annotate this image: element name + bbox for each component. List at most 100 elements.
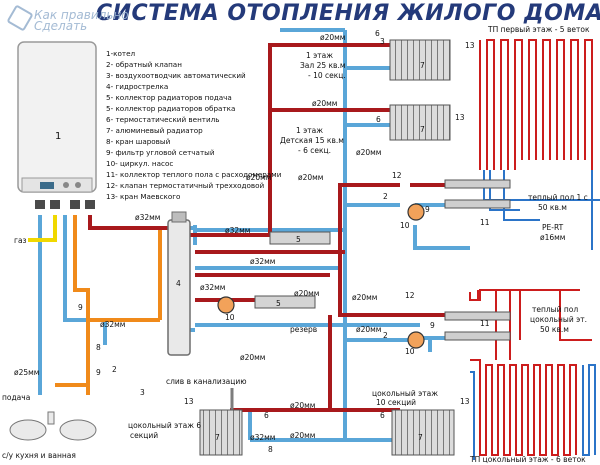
- heated-floor-base-l3: 50 кв.м: [540, 325, 569, 334]
- legend-item: 2- обратный клапан: [106, 60, 182, 69]
- legend-item: 13- кран Маевского: [106, 192, 180, 201]
- label-d20: ø20мм: [320, 33, 345, 42]
- callout: 7: [215, 433, 220, 442]
- legend-item: 9- фильтр угловой сетчатый: [106, 148, 215, 157]
- watermark: Как правильно Сделать: [6, 4, 129, 32]
- label-d20: ø20мм: [246, 173, 271, 182]
- label-drain: слив в канализацию: [166, 377, 247, 386]
- room-det-l1: 1 этаж: [296, 126, 323, 135]
- label-d32: ø32мм: [225, 226, 250, 235]
- boiler-valve: [35, 200, 45, 209]
- radiator-base-left: [199, 409, 243, 456]
- sink-icon: [59, 419, 97, 441]
- callout: 3: [380, 37, 385, 46]
- label-d20: ø20мм: [298, 173, 323, 182]
- base-left-l1: цокольный этаж 6: [128, 421, 201, 430]
- floor-collector-top-return: [444, 199, 511, 209]
- supply-up-to-top: [268, 43, 370, 235]
- label-podacha: подача: [2, 393, 30, 402]
- legend-item: 4- гидрострелка: [106, 82, 168, 91]
- floor-loop-base-blue: [470, 364, 596, 460]
- return-boiler: [38, 215, 107, 395]
- room-zal-l2: Зал 25 кв.м: [300, 61, 346, 70]
- callout: 6: [376, 115, 381, 124]
- room-zal-l3: - 10 секц.: [308, 71, 346, 80]
- boiler-panel: [21, 177, 93, 193]
- label-d20: ø20мм: [240, 353, 265, 362]
- label-d32: ø32мм: [250, 433, 275, 442]
- cold-water-pipe: [55, 215, 162, 395]
- callout: 13: [465, 41, 475, 50]
- label-d20: ø20мм: [290, 431, 315, 440]
- callout: 2: [112, 365, 117, 374]
- legend-item: 7- алюминевый радиатор: [106, 126, 203, 135]
- legend-item: 8- кран шаровый: [106, 137, 171, 146]
- legend-item: 11- коллектор теплого пола с расходомера…: [106, 170, 282, 179]
- floor-collector-top-supply: [444, 179, 511, 189]
- callout: 3: [140, 388, 145, 397]
- hydraulic-arrow-cap: [171, 211, 187, 223]
- gas-pipe: [28, 215, 57, 242]
- label-d32: ø32мм: [100, 320, 125, 329]
- boiler-knob-b: [75, 182, 81, 188]
- callout: 9: [78, 303, 83, 312]
- return-base-radiators: [248, 340, 402, 442]
- label-d25: ø25мм: [14, 368, 39, 377]
- label-d16: ø16мм: [540, 233, 565, 242]
- diagram-labels: газ ø25мм подача с/у кухня и ванная ø32м…: [2, 25, 590, 464]
- label-gas: газ: [14, 236, 27, 245]
- callout: 4: [176, 279, 181, 288]
- floor-heating-base: [469, 289, 596, 460]
- gas-and-water: [28, 215, 234, 420]
- label-d20: ø20мм: [312, 99, 337, 108]
- callout: 12: [392, 171, 402, 180]
- boiler-body: [17, 41, 97, 193]
- callout: 2: [383, 331, 388, 340]
- callout: 7: [420, 125, 425, 134]
- callout-numbers: 6 7 3 13 6 7 13 2 10 9 11 12 5 4 10 5 12…: [78, 29, 490, 454]
- supply-boiler-to-arrow: [88, 215, 170, 230]
- callout: 11: [480, 319, 490, 328]
- pump-icon: [407, 331, 425, 349]
- boiler-valve: [50, 200, 60, 209]
- callout: 10: [405, 347, 415, 356]
- legend-item: 1-котел: [106, 49, 135, 58]
- label-d20: ø20мм: [356, 325, 381, 334]
- label-d32: ø32мм: [200, 283, 225, 292]
- callout: 10: [400, 221, 410, 230]
- callout: 13: [460, 397, 470, 406]
- label-d20: ø20мм: [352, 293, 377, 302]
- faucet-icon: [47, 411, 55, 425]
- label-d20: ø20мм: [294, 289, 319, 298]
- legend-item: 6- термостатический вентиль: [106, 115, 219, 124]
- pump-icon: [217, 296, 235, 314]
- hydraulic-arrow: [167, 211, 191, 356]
- boiler-valve: [85, 200, 95, 209]
- callout: 6: [375, 29, 380, 38]
- boiler-display: [40, 182, 54, 189]
- supply-radiator-top: [360, 43, 392, 112]
- callout: 9: [96, 368, 101, 377]
- pumps: [217, 203, 425, 349]
- boiler-knob-a: [63, 182, 69, 188]
- callout: 9: [430, 321, 435, 330]
- boiler-number: 1: [55, 131, 61, 142]
- legend-item: 5- коллектор радиаторов подача: [106, 93, 232, 102]
- label-d20: ø20мм: [356, 148, 381, 157]
- callout: 7: [418, 433, 423, 442]
- heated-floor-1-l1: теплый пол 1 с: [528, 193, 588, 202]
- return-floor-collector: [413, 203, 470, 352]
- callout: 13: [455, 113, 465, 122]
- label-reserve: резерв: [290, 325, 317, 334]
- radiators: [199, 39, 455, 456]
- floor-loop-base-red: [469, 289, 592, 360]
- sink-icon: [9, 419, 47, 441]
- heated-floor-base-l2: цокольный эт.: [530, 315, 587, 324]
- legend: 1-котел 2- обратный клапан 3- воздухоотв…: [106, 49, 282, 201]
- radiator-collector-top: [269, 231, 331, 245]
- callout: 13: [184, 397, 194, 406]
- callout: 8: [268, 445, 273, 454]
- callout: 6: [380, 411, 385, 420]
- callout: 10: [225, 313, 235, 322]
- callout: 11: [480, 218, 490, 227]
